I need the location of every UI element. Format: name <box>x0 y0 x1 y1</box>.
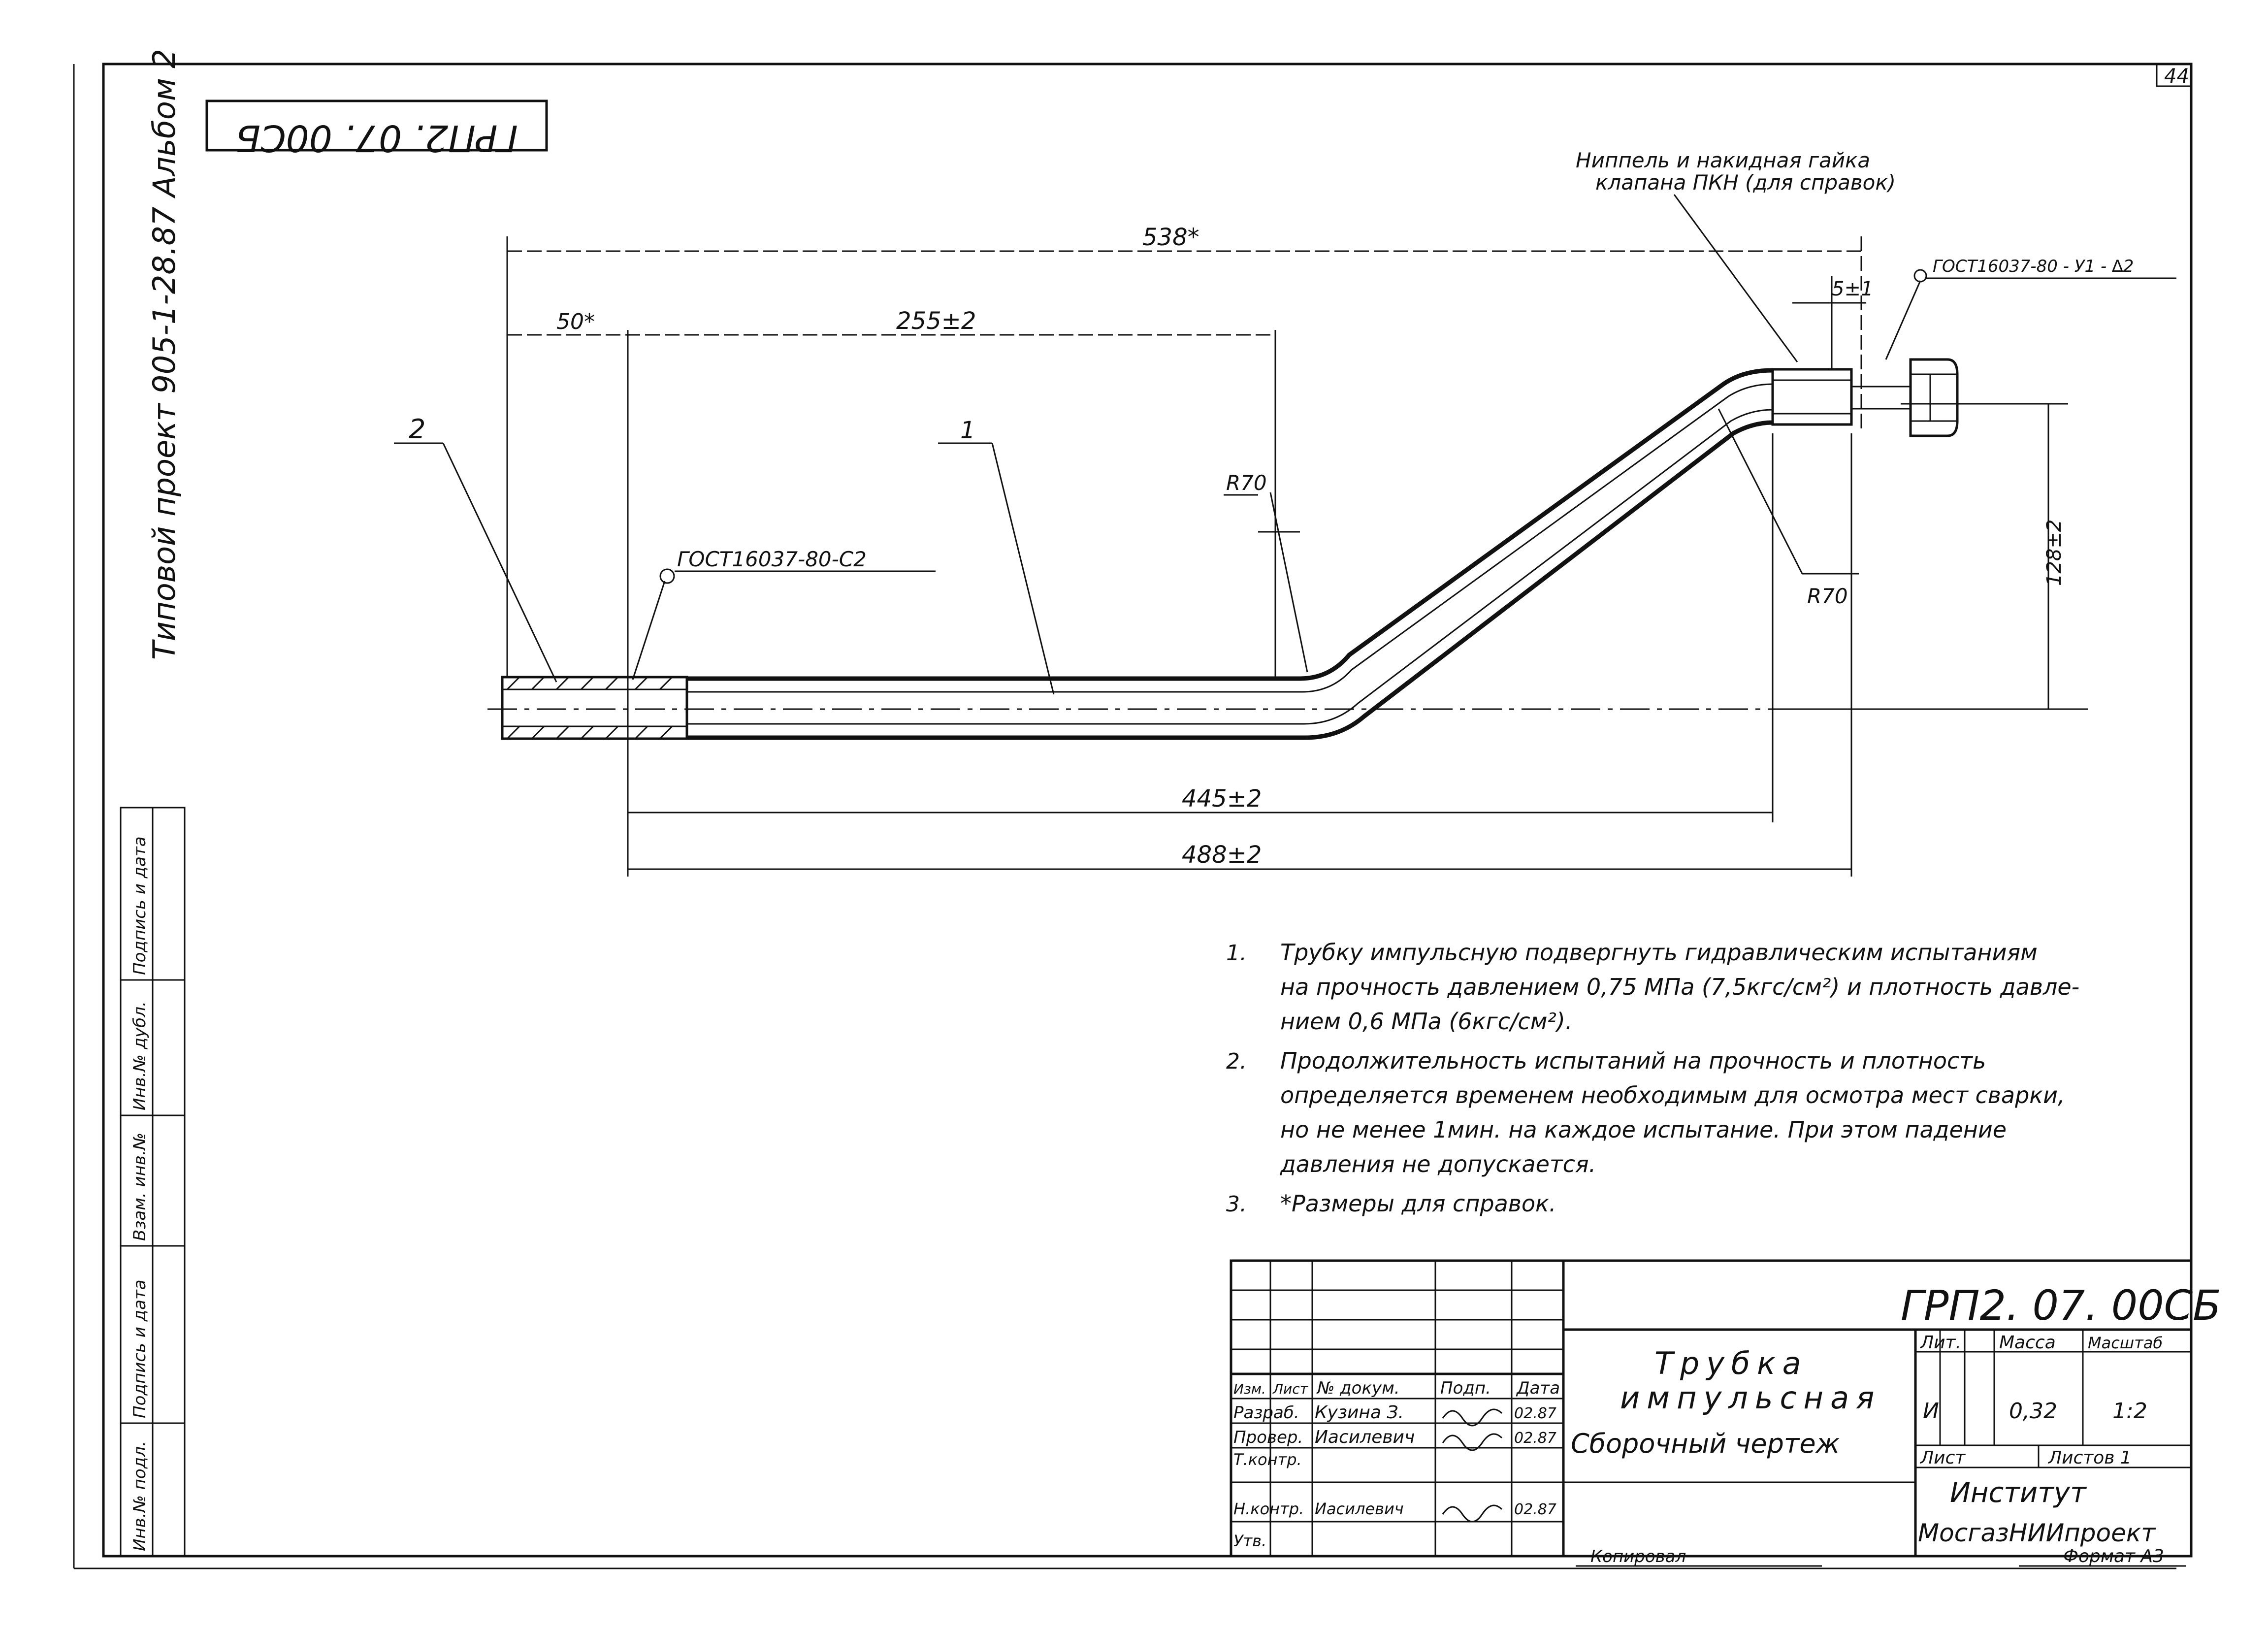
dim-straight: 255±2 <box>896 307 976 335</box>
scale-label: Масштаб <box>2088 1334 2163 1352</box>
tube-body <box>687 368 1773 740</box>
stamp-sign-date-1: Подпись и дата <box>130 1279 150 1418</box>
note-2-line-4: давления не допускается. <box>1280 1151 1596 1177</box>
callout-gost-left: ГОСТ16037-80-С2 <box>677 547 867 571</box>
note-2-line-3: но не менее 1мин. на каждое испытание. П… <box>1280 1116 2007 1143</box>
sheet-frame <box>73 63 2193 1569</box>
lit-label: Лит. <box>1919 1333 1961 1353</box>
footer-copied: Копировал <box>1590 1547 1686 1566</box>
dim-lower-1: 445±2 <box>1182 785 1262 813</box>
mass-value: 0,32 <box>2009 1399 2057 1424</box>
sheet-footer: Копировал Формат А3 <box>1576 1546 2186 1567</box>
note-2-line-2: определяется временем необходимым для ос… <box>1280 1082 2065 1108</box>
mass-label: Масса <box>1999 1333 2056 1353</box>
rotated-drawing-code: ГРП2. 07. 00СБ <box>235 117 518 159</box>
title-block: ГРП2. 07. 00СБ Трубка импульсная Сборочн… <box>1230 1259 2221 1558</box>
callout-nipple-line2: клапана ПКН (для справок) <box>1595 170 1896 195</box>
dim-bend-radius-1: R70 <box>1226 471 1267 495</box>
note-1-num: 1. <box>1226 941 1247 966</box>
row-prover-name: Иасилевич <box>1315 1427 1415 1447</box>
stamp-vzam-inv: Взам. инв.№ <box>130 1133 150 1241</box>
callout-nipple-line1: Ниппель и накидная гайка <box>1576 148 1870 172</box>
footer-format: Формат А3 <box>2063 1546 2164 1566</box>
sheets-label: Листов 1 <box>2047 1448 2132 1468</box>
dim-gap: 5±1 <box>1832 278 1873 300</box>
left-stamp-strip: Инв.№ подл. Подпись и дата Взам. инв.№ И… <box>120 807 186 1557</box>
album-label: Типовой проект 905-1-28.87 Альбом 2 <box>146 49 182 660</box>
title-designation: ГРП2. 07. 00СБ <box>1901 1281 2221 1330</box>
note-1-line-1: Трубку импульсную подвергнуть гидравличе… <box>1280 939 2038 966</box>
org-line2: МосгазНИИпроект <box>1918 1519 2156 1547</box>
page-number: 44 <box>2164 65 2189 88</box>
note-2-num: 2. <box>1226 1049 1247 1074</box>
row-utv-role: Утв. <box>1233 1531 1266 1550</box>
signatures <box>1442 1408 1503 1523</box>
scale-value: 1:2 <box>2112 1399 2147 1424</box>
stamp-sign-date-2: Подпись и дата <box>130 836 150 975</box>
title-name-line2: импульсная <box>1620 1380 1881 1416</box>
title-name-line1: Трубка <box>1654 1345 1808 1381</box>
callout-part-1: 1 <box>960 417 975 444</box>
header-date: Дата <box>1516 1378 1560 1398</box>
header-doc: № докум. <box>1316 1378 1400 1398</box>
note-3-line-1: *Размеры для справок. <box>1280 1190 1556 1217</box>
dim-bend-radius-2: R70 <box>1807 584 1848 608</box>
header-sign: Подп. <box>1440 1378 1491 1398</box>
dim-left-offset: 50* <box>556 309 595 334</box>
row-prover-role: Провер. <box>1233 1428 1303 1447</box>
org-line1: Институт <box>1950 1477 2087 1509</box>
note-3-num: 3. <box>1226 1192 1247 1217</box>
callout-part-2: 2 <box>409 414 425 445</box>
rotated-code-box: ГРП2. 07. 00СБ <box>205 99 548 159</box>
header-list: Лист <box>1272 1381 1308 1397</box>
right-nipple <box>1771 358 1959 437</box>
row-nkontr-date: 02.87 <box>1514 1501 1556 1518</box>
sheet-label: Лист <box>1919 1448 1966 1468</box>
row-razrab-role: Разраб. <box>1233 1403 1299 1423</box>
row-tkontr-role: Т.контр. <box>1233 1450 1302 1469</box>
callout-gost-right: ГОСТ16037-80 - У1 - ∆2 <box>1933 257 2134 276</box>
dim-rise: 128±2 <box>2043 520 2066 586</box>
note-2-line-1: Продолжительность испытаний на прочность… <box>1280 1047 1986 1074</box>
row-razrab-date: 02.87 <box>1514 1405 1556 1422</box>
left-coupling <box>501 676 688 740</box>
note-1-line-2: на прочность давлением 0,75 МПа (7,5кгс/… <box>1280 974 2079 1000</box>
stamp-inv-dubl: Инв.№ дубл. <box>130 1001 150 1110</box>
stamp-inv-podl: Инв.№ подл. <box>130 1441 150 1551</box>
row-nkontr-name: Иасилевич <box>1315 1499 1404 1518</box>
page-number-box: 44 <box>2156 63 2192 88</box>
row-prover-date: 02.87 <box>1514 1430 1556 1447</box>
dim-lower-2: 488±2 <box>1182 841 1262 869</box>
note-1-line-3: нием 0,6 МПа (6кгс/см²). <box>1280 1008 1572 1035</box>
row-razrab-name: Кузина З. <box>1315 1402 1404 1423</box>
dim-overall: 538* <box>1142 224 1199 251</box>
dimension-lines <box>506 236 2068 877</box>
lit-value: И <box>1923 1399 1939 1424</box>
title-name-line3: Сборочный чертеж <box>1571 1428 1840 1459</box>
coupling-hatch <box>506 676 673 740</box>
row-nkontr-role: Н.контр. <box>1233 1499 1304 1518</box>
tube-drawing: Ниппель и накидная гайка клапана ПКН (дл… <box>394 148 2176 877</box>
header-izm: Изм. <box>1233 1381 1266 1397</box>
leaders <box>394 194 2176 695</box>
technical-notes: 1. Трубку импульсную подвергнуть гидравл… <box>1226 939 2079 1217</box>
